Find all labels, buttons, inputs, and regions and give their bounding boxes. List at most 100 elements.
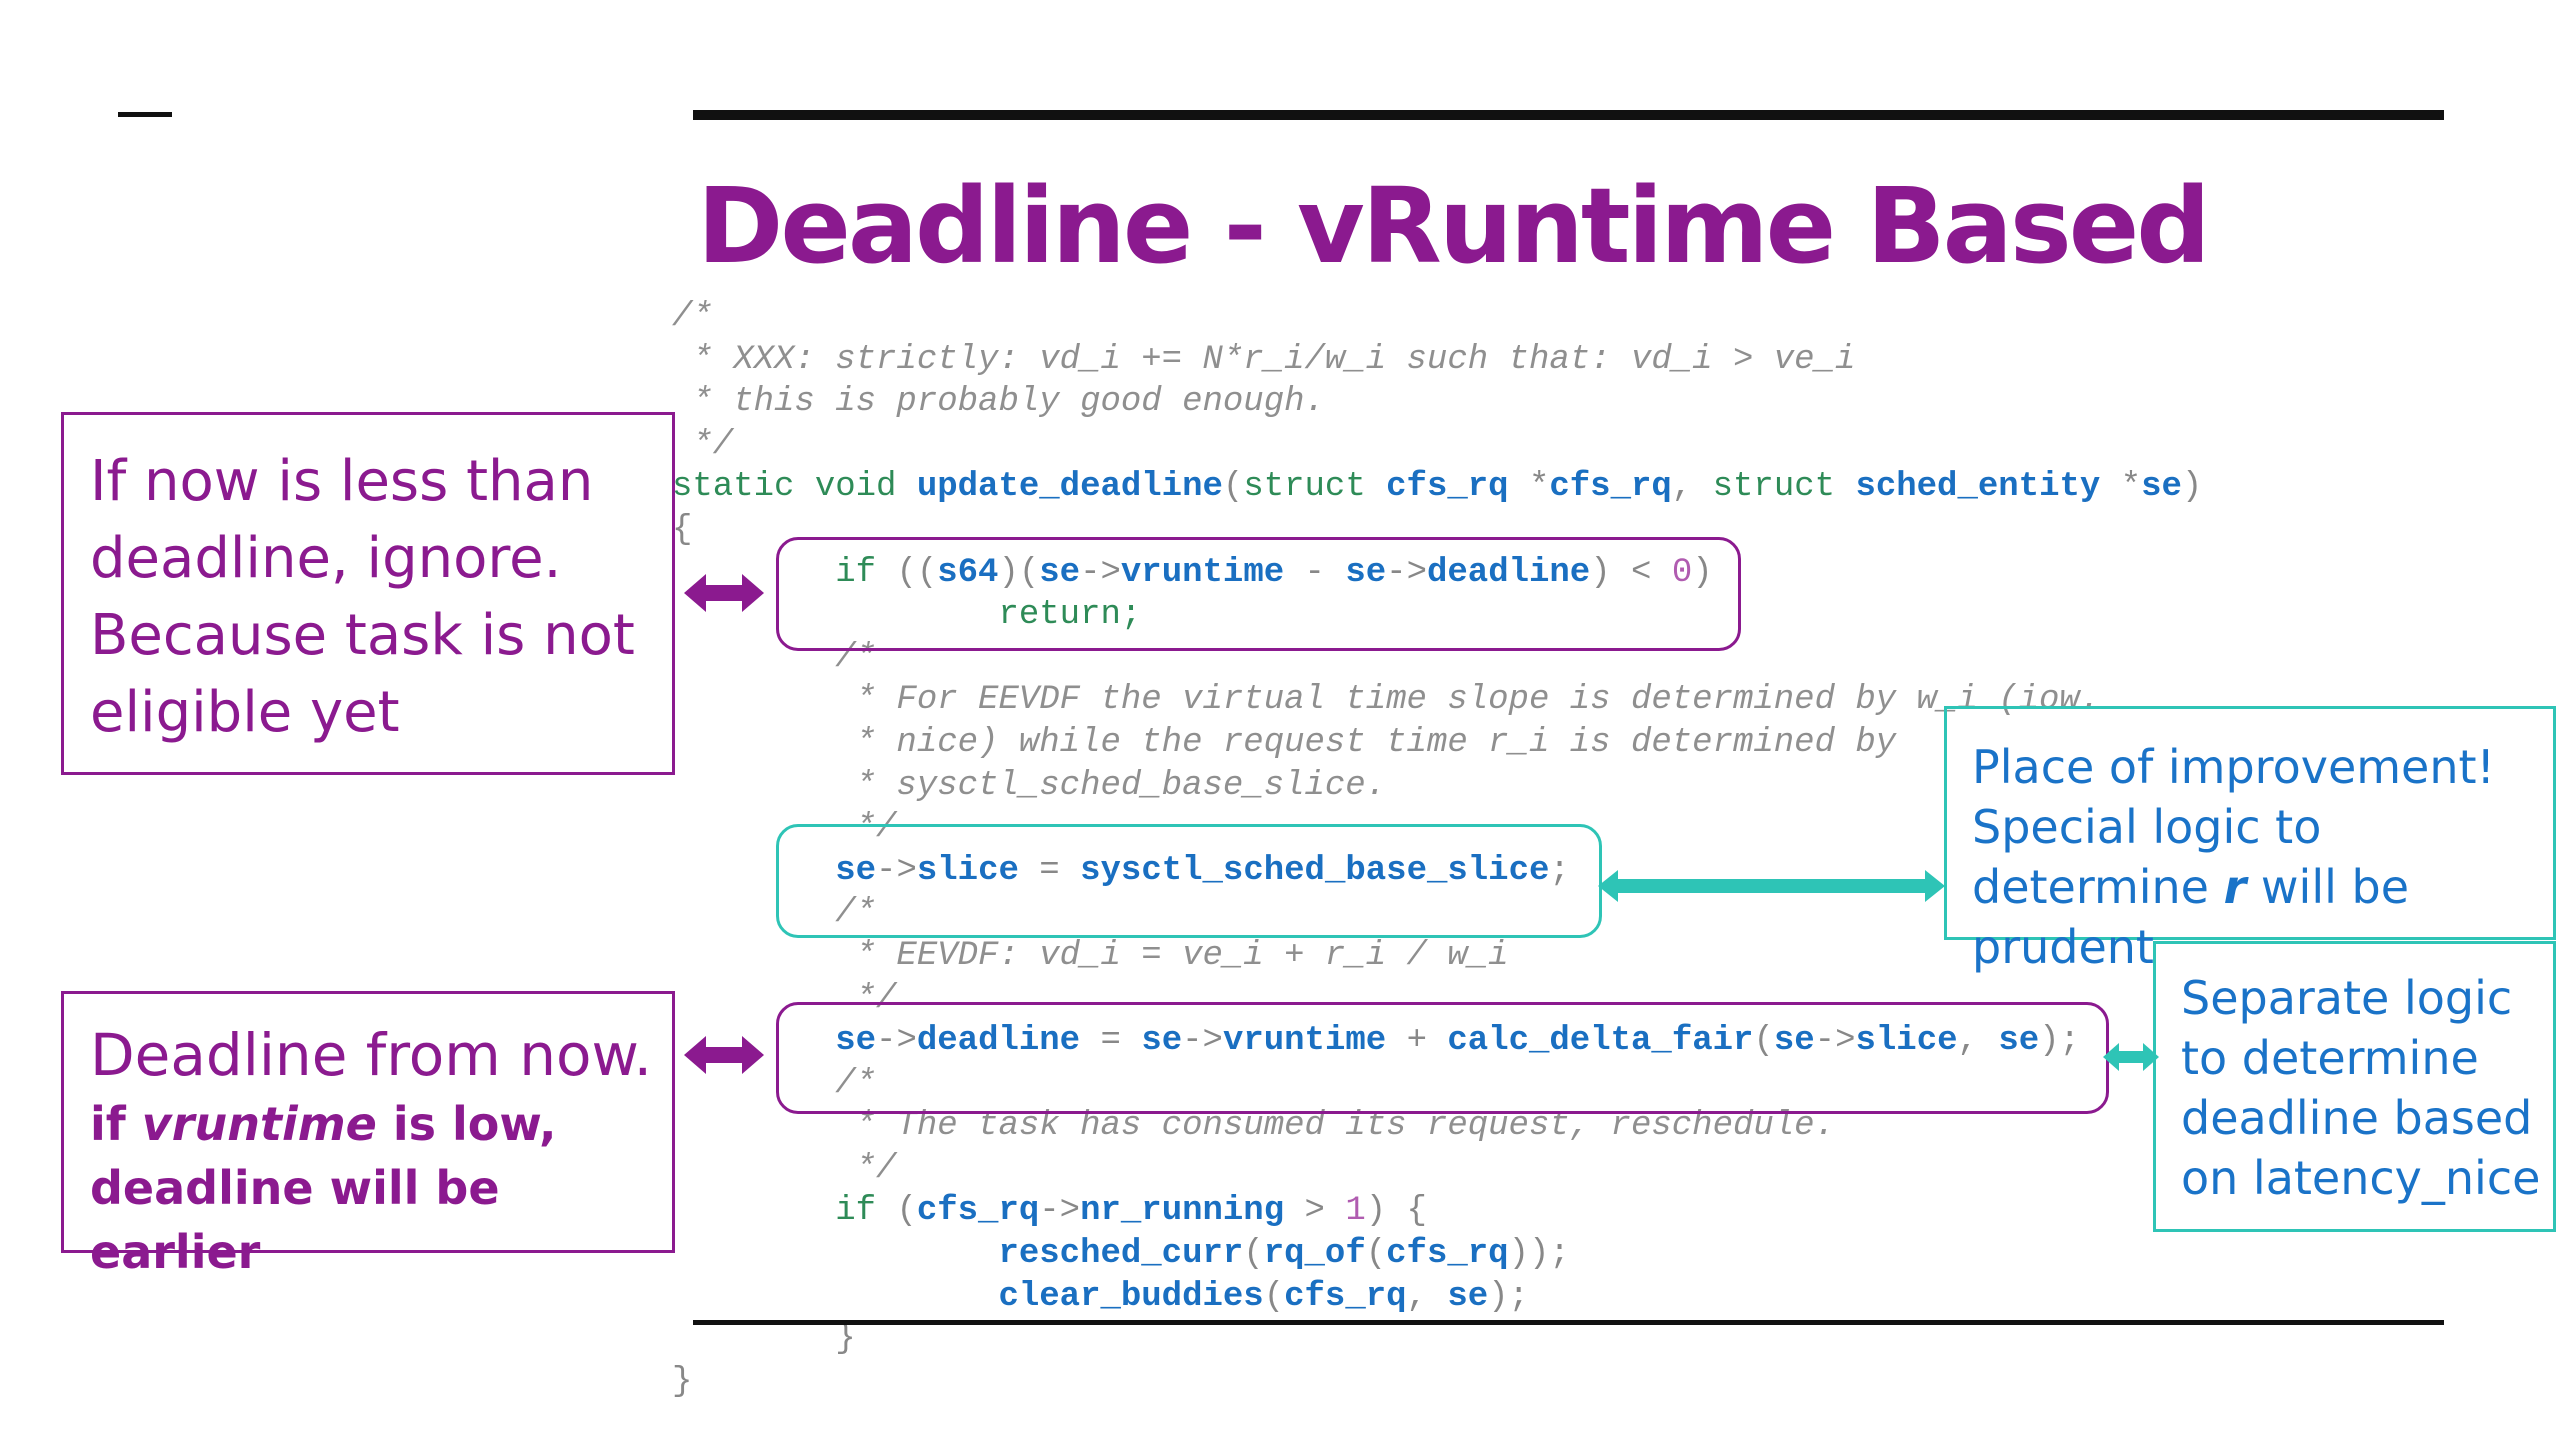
code-token: se [1447,1277,1489,1316]
double-arrow-icon [684,574,764,612]
code-line: /* [672,637,2202,680]
code-line: * EEVDF: vd_i = ve_i + r_i / w_i [672,935,2202,978]
code-token: ( [1222,468,1244,507]
code-token: = [1018,851,1081,890]
code-token: * sysctl_sched_base_slice. [672,766,1387,805]
code-line: clear_buddies(cfs_rq, se); [672,1276,2202,1319]
code-token: if [672,1192,897,1231]
code-line: /* [672,1063,2202,1106]
code-token: * nice) while the request time r_i is de… [672,723,1897,762]
note-improvement-line3: determine r will be [1972,857,2553,917]
code-token: slice [1855,1022,1958,1061]
code-token: s64 [937,553,999,592]
code-token: * EEVDF: vd_i = ve_i + r_i / w_i [672,936,1509,975]
code-line: if (cfs_rq->nr_running > 1) { [672,1190,2202,1233]
code-token: nr_running [1080,1192,1285,1231]
code-line: */ [672,424,2202,467]
code-token: */ [672,809,897,848]
code-line: * For EEVDF the virtual time slope is de… [672,679,2202,722]
code-line: resched_curr(rq_of(cfs_rq)); [672,1233,2202,1276]
code-token: = [1080,1022,1142,1061]
code-token: sched_entity [1855,468,2121,507]
code-token: vruntime [1120,553,1285,592]
code-token: , [1406,1277,1448,1316]
code-token: ( [1243,1235,1264,1274]
code-token: + [1386,1022,1448,1061]
code-token: ; [1549,851,1570,890]
code-line: { [672,509,2202,552]
code-token: return; [672,596,1142,635]
code-token: ( [1263,1277,1285,1316]
double-arrow-icon [2103,1043,2159,1071]
code-token: ( [896,1192,917,1231]
code-line: return; [672,594,2202,637]
note-improvement-prefix: determine [1972,860,2224,914]
code-token [672,1235,998,1273]
code-token: cfs_rq [1284,1277,1407,1316]
code-token: /* [672,894,877,933]
code-token: } [672,1362,693,1401]
note-deadline: Deadline from now. if vruntime is low, d… [61,991,675,1279]
code-token: cfs_rq [1549,468,1672,507]
code-line: * sysctl_sched_base_slice. [672,765,2202,808]
code-token: )); [1508,1235,1570,1274]
note-separate-line: on latency_nice [2181,1151,2541,1205]
note-deadline-emphasis: vruntime [141,1097,377,1151]
slide-dash-mark [118,112,172,117]
note-improvement-line1: Place of improvement! [1972,740,2495,794]
code-token: se [1345,553,1387,592]
double-arrow-icon [1598,870,1945,902]
top-rule [693,110,2444,120]
code-token: -> [876,1022,917,1061]
code-token: ( [1365,1235,1387,1274]
code-token: /* [672,298,713,336]
code-token: */ [672,1149,897,1188]
code-token: se [1039,553,1081,592]
note-improvement: Place of improvement! Special logic to d… [1944,706,2556,974]
code-token: -> [1814,1022,1856,1061]
code-token: * [2120,468,2142,507]
note-improvement-emphasis: r [2223,860,2247,914]
code-token: se [2141,468,2182,507]
code-token: clear_buddies [998,1277,1264,1316]
note-deadline-prefix: if [90,1097,142,1151]
code-token: se [1998,1022,2040,1061]
code-token: ( [1753,1022,1774,1061]
code-token: se [1141,1022,1183,1061]
code-token: , [1671,468,1713,507]
code-token: cfs_rq [1386,468,1529,507]
code-token: ) [2181,468,2203,507]
note-deadline-suffix: is low, [376,1097,557,1151]
code-token: se [835,1022,877,1061]
code-token: calc_delta_fair [1447,1022,1754,1061]
code-token: deadline [916,1022,1081,1061]
code-token: se [835,851,877,890]
code-token: se [1773,1022,1815,1061]
note-ignore-line: eligible yet [90,680,400,745]
code-token: struct [1243,468,1387,507]
code-line: * nice) while the request time r_i is de… [672,722,2202,765]
code-block: /* * XXX: strictly: vd_i += N*r_i/w_i su… [672,296,2202,1403]
if-return-highlight-box [776,537,1741,651]
code-line: /* [672,296,2202,339]
code-token [672,1278,998,1316]
note-improvement-line2: Special logic to [1972,800,2322,854]
double-arrow-icon [684,1036,764,1074]
code-line: * this is probably good enough. [672,381,2202,424]
code-token: resched_curr [998,1235,1244,1274]
code-line: */ [672,807,2202,850]
code-token: -> [1386,553,1427,592]
code-token: ); [1488,1277,1529,1316]
code-token: if [672,553,897,592]
code-token: cfs_rq [1386,1235,1509,1274]
code-token: { [672,510,693,549]
bottom-rule [693,1320,2444,1325]
note-separate: Separate logic to determine deadline bas… [2153,941,2556,1232]
code-token: (( [896,553,938,592]
code-token: rq_of [1263,1235,1366,1274]
code-token: } [672,1320,856,1359]
code-token: ); [2039,1022,2080,1061]
code-token: struct [1712,468,1856,507]
code-token: ) { [1365,1192,1427,1231]
code-token: * this is probably good enough. [672,383,1325,422]
